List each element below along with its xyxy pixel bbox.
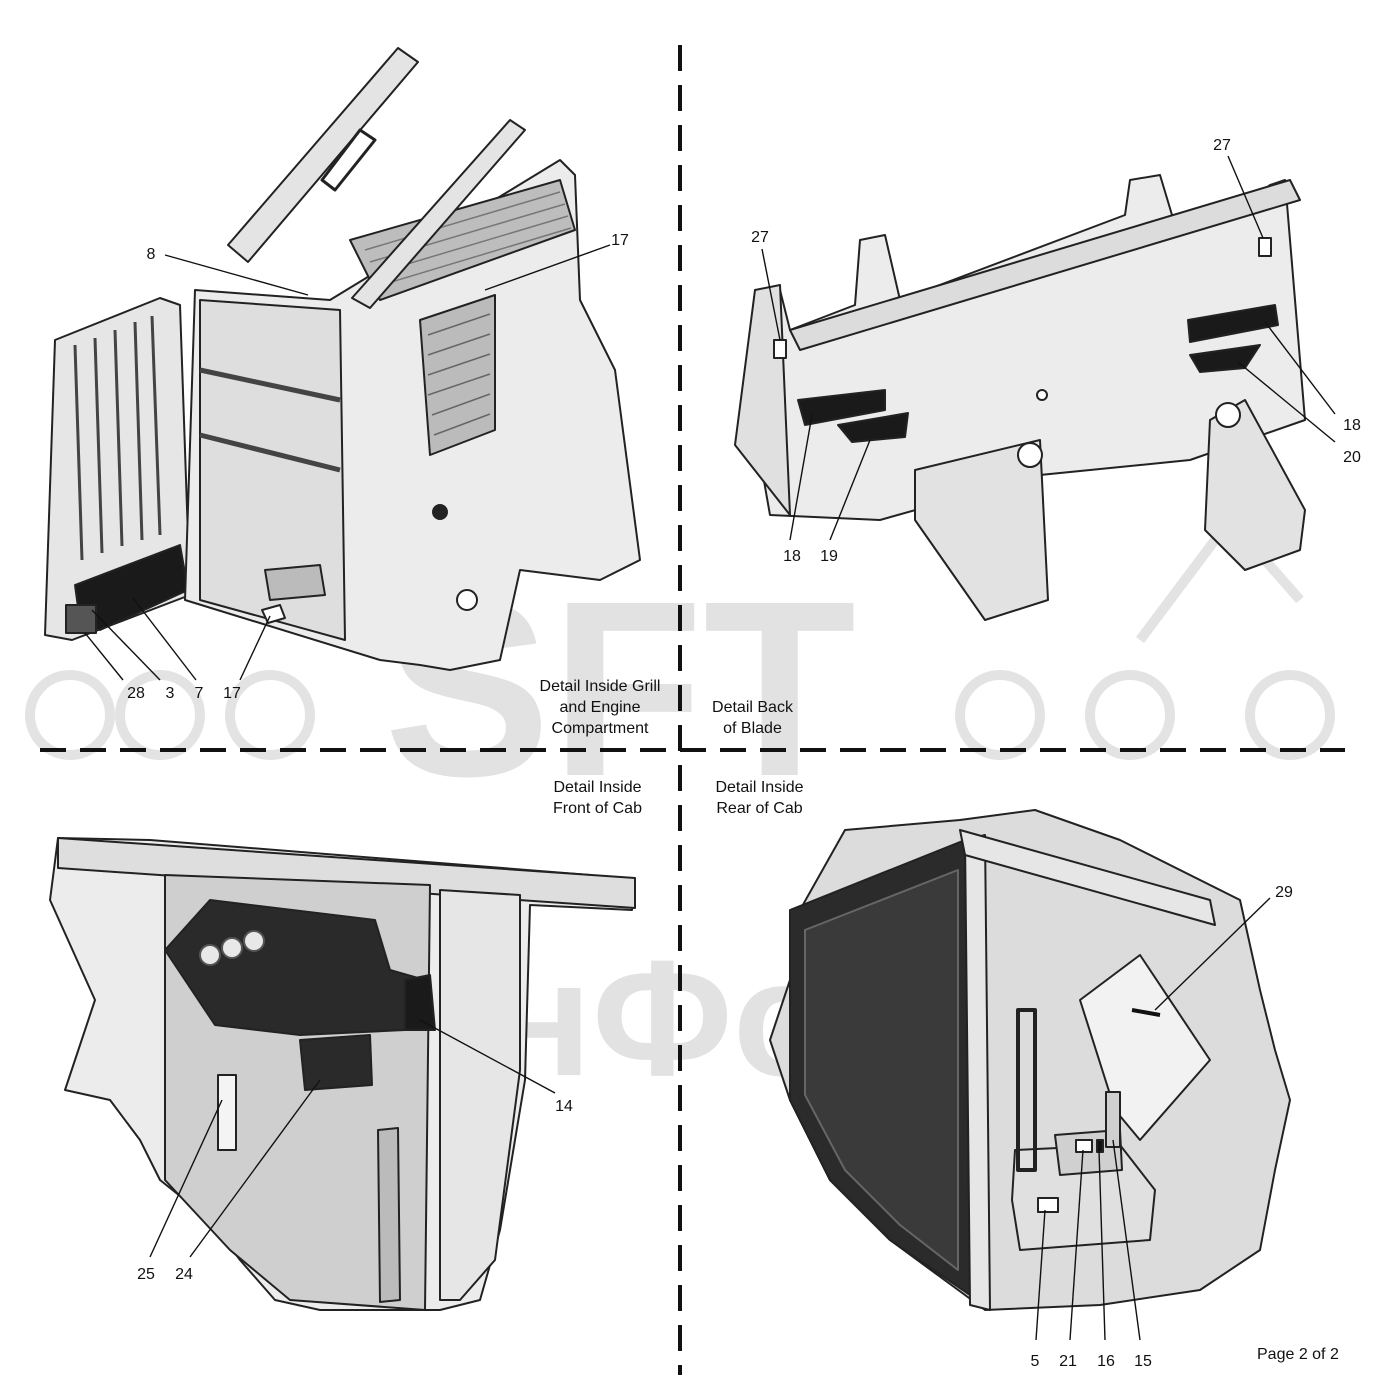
caption-line: Detail Inside Grill	[539, 678, 661, 695]
rear-cab-illustration	[769, 809, 1291, 1311]
callout-18-right: 18	[1343, 417, 1361, 434]
quadrant-dividers	[40, 45, 1345, 1375]
callout-24: 24	[175, 1266, 193, 1283]
callout-16: 16	[1097, 1353, 1115, 1370]
lift-arm-handle	[320, 128, 377, 192]
blade-leaders	[761, 155, 1336, 541]
blade-decal-19	[837, 412, 909, 443]
caption-line: Rear of Cab	[716, 800, 803, 817]
callout-18-left: 18	[783, 548, 801, 565]
rear-cab-pillar	[964, 834, 991, 1311]
rear-cab-label-5	[1037, 1197, 1059, 1213]
rear-cab-handle	[1016, 1008, 1037, 1172]
lift-arm-right	[351, 119, 526, 309]
callout-27-left: 27	[751, 229, 769, 246]
callout-27-right: 27	[1213, 137, 1231, 154]
floor-decal	[261, 604, 286, 624]
grill-engine-illustration	[44, 47, 641, 671]
rear-cab-leaders	[1035, 897, 1271, 1341]
callout-14: 14	[555, 1098, 573, 1115]
blade-decal-18-left	[797, 389, 886, 426]
caption-grill-engine: Detail Inside Grill and Engine Compartme…	[520, 676, 680, 739]
front-cab-callouts: 14 25 24	[137, 1098, 573, 1283]
cab-pillar	[377, 1127, 401, 1303]
cab-top-rail	[57, 837, 636, 909]
caption-line: and Engine	[559, 699, 641, 716]
cab-control-lever	[404, 974, 436, 1031]
cab-inner-panel	[439, 889, 521, 1301]
enclosure-side-vent	[419, 294, 496, 456]
caption-line: Front of Cab	[553, 800, 642, 817]
callout-29: 29	[1275, 884, 1293, 901]
cab-label-25	[217, 1074, 237, 1151]
caption-line: of Blade	[723, 720, 782, 737]
callout-17-bottom: 17	[223, 685, 241, 702]
grill-leaders	[84, 244, 611, 681]
callout-5: 5	[1031, 1353, 1040, 1370]
rear-cab-callouts: 29 5 21 16 15	[1031, 884, 1293, 1370]
callout-20: 20	[1343, 449, 1361, 466]
caption-line: Compartment	[551, 720, 649, 737]
callout-28: 28	[127, 685, 145, 702]
blade-push-arm-right	[1204, 399, 1306, 571]
grill-door-latch	[65, 604, 97, 634]
caption-back-of-blade: Detail Back of Blade	[690, 697, 815, 739]
blade-callouts: 27 27 18 20 18 19	[751, 137, 1361, 565]
blade-top-face	[789, 179, 1301, 351]
blade-decal-18-right	[1187, 304, 1279, 343]
lift-arm-left	[227, 47, 419, 263]
callout-8: 8	[147, 246, 156, 263]
callout-7: 7	[195, 685, 204, 702]
rear-cab-window-panel	[804, 869, 959, 1271]
caption-line: Detail Back	[712, 699, 793, 716]
blade-plate-left	[734, 284, 791, 516]
caption-rear-of-cab: Detail Inside Rear of Cab	[697, 777, 822, 819]
callout-25: 25	[137, 1266, 155, 1283]
page-number: Page 2 of 2	[1257, 1346, 1339, 1363]
caption-line: Detail Inside	[553, 779, 642, 796]
blade-illustration	[734, 174, 1306, 621]
rear-cab-label-16	[1096, 1139, 1104, 1153]
callout-21: 21	[1059, 1353, 1077, 1370]
cab-dash-gauges	[199, 930, 265, 966]
caption-line: Detail Inside	[715, 779, 804, 796]
callout-3: 3	[166, 685, 175, 702]
blade-decal-27-right	[1258, 237, 1272, 257]
grill-callouts: 8 17 28 3 7 17	[127, 232, 629, 702]
callout-15: 15	[1134, 1353, 1152, 1370]
cab-plate-24	[299, 1034, 373, 1091]
engine-part	[264, 564, 326, 601]
blade-decal-27-left	[773, 339, 787, 359]
callout-17-top: 17	[611, 232, 629, 249]
caption-front-of-cab: Detail Inside Front of Cab	[535, 777, 660, 819]
front-cab-leaders	[149, 1019, 556, 1258]
rear-cab-joystick	[1105, 1091, 1121, 1148]
callout-19: 19	[820, 548, 838, 565]
rear-cab-label-21	[1075, 1139, 1093, 1153]
enclosure-front-opening	[199, 299, 346, 641]
blade-push-arm-left	[914, 439, 1049, 621]
rear-cab-roof-bar	[959, 829, 1216, 926]
grill-bars	[73, 315, 162, 561]
